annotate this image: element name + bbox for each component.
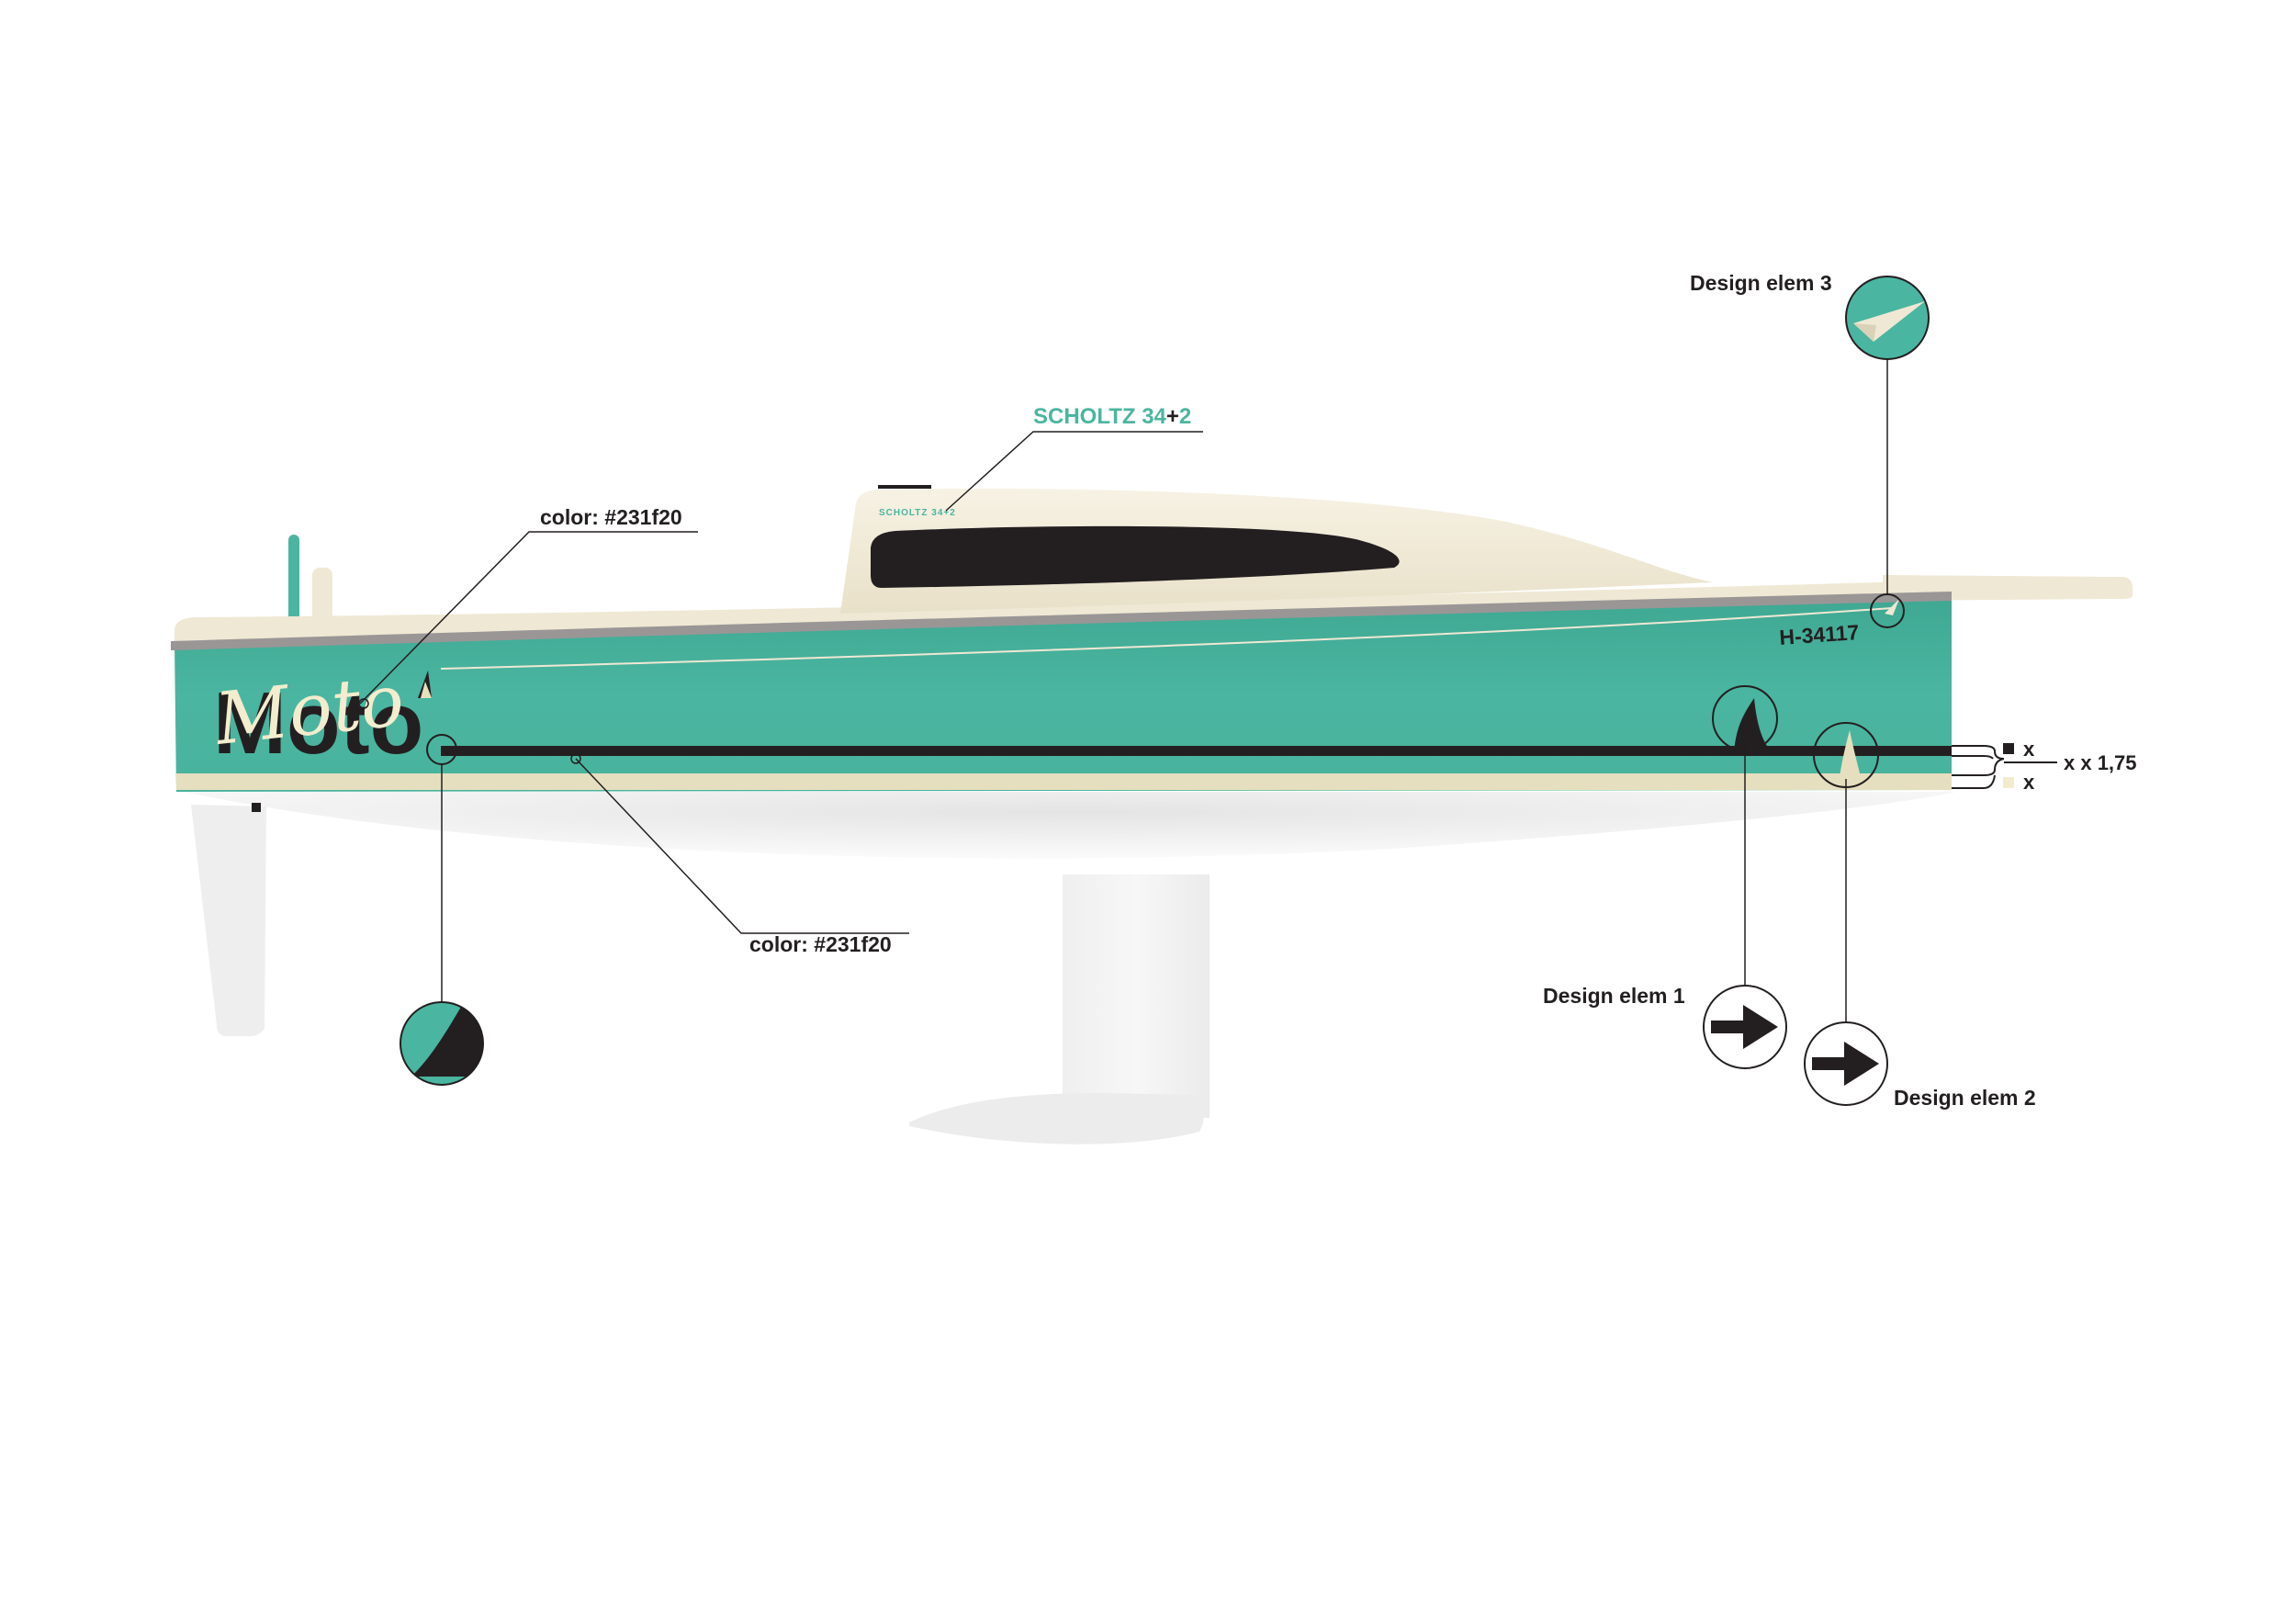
cream-spike-hull — [1840, 730, 1861, 777]
stripe-dimensions — [1952, 745, 2057, 789]
design-elem-2-badge — [1804, 1021, 1888, 1106]
arrow-right-icon — [1711, 1005, 1778, 1049]
sheer-pinstripe — [440, 607, 1893, 670]
light-stripe-swatch — [2003, 777, 2014, 788]
shark-fin-icon — [411, 1007, 483, 1077]
pulpit — [288, 535, 332, 625]
design-elem-1-badge — [1703, 985, 1787, 1069]
dim-combined: x x 1,75 — [2064, 751, 2137, 774]
hull-name-script: Moto — [210, 660, 408, 761]
hull-name-dark: Moto — [213, 674, 423, 773]
design-elem-1-label: Design elem 1 — [1543, 984, 1685, 1008]
deck-edge — [171, 592, 1952, 650]
color-callout-lower: color: #231f20 — [749, 932, 892, 956]
brand-callout-label: SCHOLTZ 34+2 — [1033, 404, 1191, 429]
deck — [174, 581, 1947, 643]
hull: H-34117 — [171, 592, 1952, 792]
sail-number: H-34117 — [1779, 620, 1861, 649]
black-stripe — [441, 746, 1952, 756]
fin-detail-badge — [400, 1001, 484, 1086]
hatch-handle — [878, 485, 931, 489]
underwater-body — [184, 792, 1956, 859]
shark-fin-hull — [1734, 698, 1773, 753]
cream-bottom-stripe — [176, 773, 1952, 790]
arrow-right-icon — [1812, 1042, 1879, 1086]
dim-light-stripe: x — [2023, 771, 2035, 794]
dark-stripe-swatch — [2003, 743, 2014, 754]
hull-name-logo: Moto Moto — [210, 660, 432, 773]
leader-lines — [359, 359, 1888, 1022]
cabin-window — [871, 525, 1400, 588]
paper-plane-icon — [1853, 301, 1925, 342]
callout-markers — [358, 593, 1905, 788]
keel — [909, 874, 1210, 1145]
design-elem-3-label: Design elem 3 — [1690, 271, 1832, 295]
rudder — [191, 803, 266, 1036]
color-callout-upper: color: #231f20 — [540, 505, 682, 529]
design-elem-3-badge — [1845, 276, 1930, 360]
design-elem-2-label: Design elem 2 — [1894, 1086, 2036, 1110]
cabin-brand-text: SCHOLTZ 34+2 — [879, 508, 956, 518]
dim-dark-stripe: x — [2023, 738, 2035, 761]
cabin: SCHOLTZ 34+2 — [840, 485, 1713, 614]
paper-plane-hull — [1885, 599, 1899, 615]
